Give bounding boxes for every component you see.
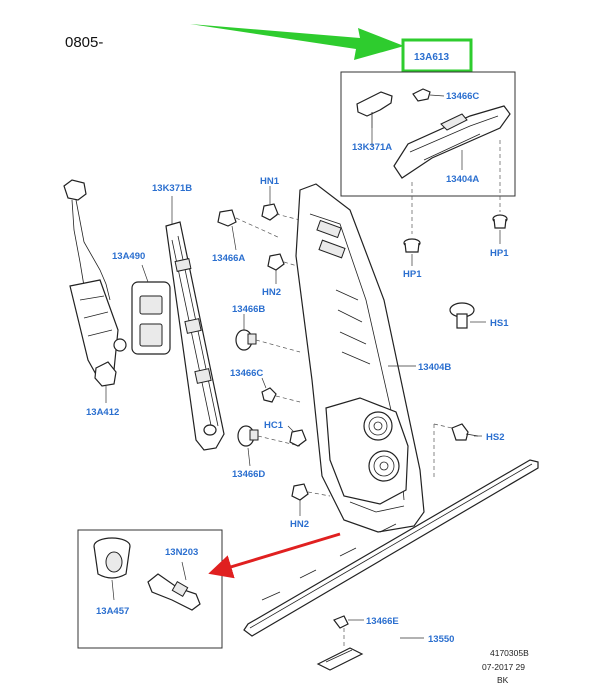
label-13N203: 13N203	[165, 547, 198, 558]
wiring-harness	[63, 179, 127, 387]
licence-lamp	[316, 628, 364, 671]
highlight-label: 13A613	[414, 52, 449, 63]
nut-hn1	[261, 186, 301, 221]
model-code: 0805-	[65, 34, 103, 51]
trim-strip	[243, 459, 539, 637]
label-13466D: 13466D	[232, 469, 265, 480]
bulb-13466A	[217, 209, 281, 251]
bulb-13466C-top	[412, 88, 445, 102]
bulb-13466E	[333, 615, 364, 629]
highlight-arrow	[190, 24, 404, 60]
inset-frame	[77, 529, 223, 649]
label-13466A: 13466A	[212, 253, 245, 264]
label-hp1-left: HP1	[403, 269, 422, 280]
label-13404B: 13404B	[418, 362, 451, 373]
label-13404A: 13404A	[446, 174, 479, 185]
label-13466C-mid: 13466C	[230, 368, 263, 379]
screw-hs2	[433, 423, 482, 480]
label-hn1: HN1	[260, 176, 280, 187]
bulb-13466B	[235, 314, 301, 353]
label-13466E: 13466E	[366, 616, 399, 627]
bulb-13466C-mid	[261, 377, 301, 403]
stop-lamp-frame	[340, 71, 516, 197]
footer-line1: 4170305B	[490, 648, 529, 658]
screw-hs1	[449, 302, 486, 329]
socket-13A457	[93, 537, 131, 601]
label-13466C-top: 13466C	[446, 91, 479, 102]
label-hn2-bottom: HN2	[290, 519, 309, 530]
label-13K371A: 13K371A	[352, 142, 392, 153]
high-mount-stop-lamp	[393, 105, 511, 179]
stop-lamp-bracket	[356, 91, 393, 128]
footer-line3: BK	[497, 675, 509, 685]
label-hs2: HS2	[486, 432, 504, 443]
bulb-13466D	[237, 425, 301, 467]
label-13A412: 13A412	[86, 407, 119, 418]
label-13A490: 13A490	[112, 251, 145, 262]
tail-lamp	[295, 183, 425, 533]
label-13K371B: 13K371B	[152, 183, 192, 194]
label-13A457: 13A457	[96, 606, 129, 617]
nut-hn2-bottom	[291, 483, 331, 516]
bulb-13N203	[147, 561, 201, 611]
label-hc1: HC1	[264, 420, 284, 431]
footer-line2: 07-2017 29	[482, 662, 525, 672]
nut-hn2-top	[267, 253, 305, 284]
label-hp1-right: HP1	[490, 248, 509, 259]
label-hn2-top: HN2	[262, 287, 281, 298]
gasket	[131, 281, 171, 355]
highlight-box	[401, 38, 473, 73]
label-hs1: HS1	[490, 318, 509, 329]
grommet-hp1-left	[403, 238, 421, 266]
bulb-carrier	[165, 221, 225, 451]
red-arrow	[208, 532, 341, 579]
grommet-hp1-right	[492, 214, 508, 244]
clip-hc1	[287, 425, 307, 447]
label-13550: 13550	[428, 634, 454, 645]
label-13466B: 13466B	[232, 304, 265, 315]
